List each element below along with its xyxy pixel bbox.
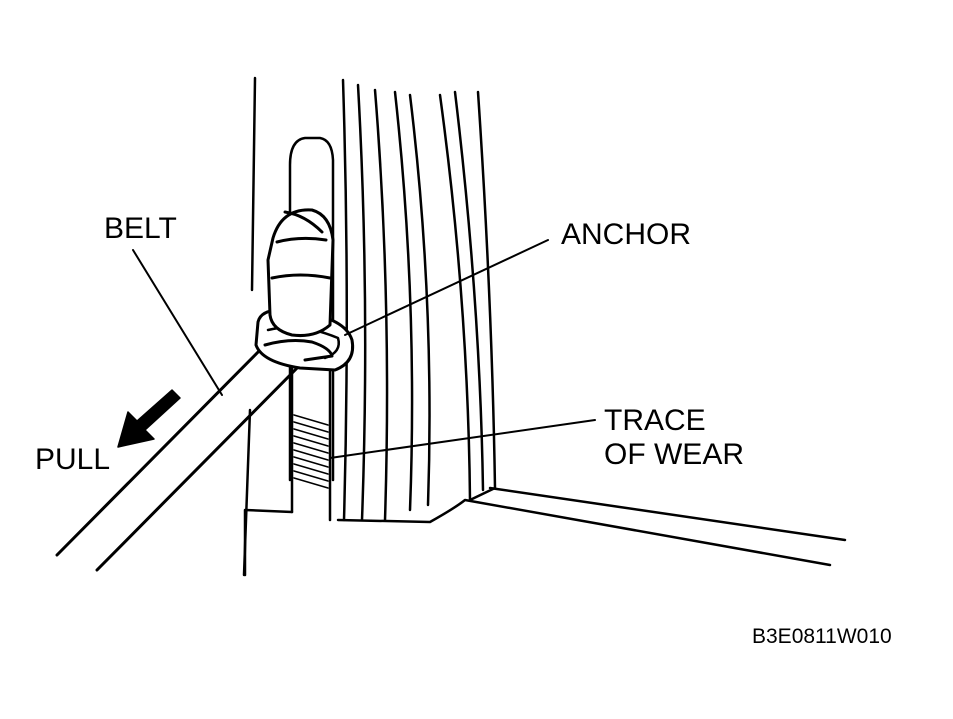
pull-label: PULL [35,443,111,476]
pull-arrow-icon [117,389,181,448]
leader-lines [132,239,596,459]
anchor-cover [266,208,335,337]
figure-code: B3E0811W010 [752,625,892,648]
trace-of-wear [293,414,329,489]
trace-label-line1: TRACE [604,404,706,437]
pillar-trim [242,76,497,577]
anchor-label: ANCHOR [561,218,692,251]
belt-strap [55,343,307,572]
lower-trim [243,486,847,577]
anchor-leader [344,239,549,336]
trace-leader [329,419,596,459]
trace-of-wear-label: TRACE OF WEAR [604,404,744,472]
anchor-slot [288,136,335,482]
belt-fold [263,339,334,362]
belt-leader [132,249,223,396]
belt-label: BELT [104,212,177,245]
trace-label-line2: OF WEAR [604,438,744,471]
belt-lower-strap [290,363,332,522]
